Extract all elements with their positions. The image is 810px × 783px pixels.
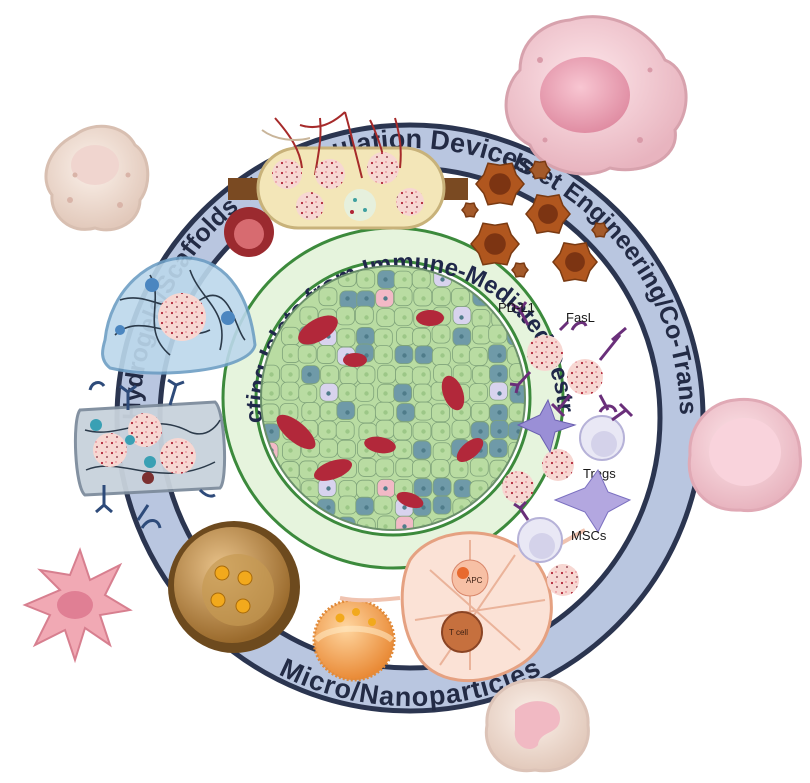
msc-cells: MSCs <box>513 469 632 563</box>
immune-cell-top-left <box>44 124 150 232</box>
lymph-node: APC T cell <box>339 528 586 683</box>
islet-outline <box>260 265 526 531</box>
pdl1-label: PD-L1 <box>498 300 535 315</box>
immune-cell-bottom <box>484 677 590 773</box>
fasl-label: FasL <box>566 310 595 325</box>
apoptotic-cells <box>461 160 609 282</box>
red-blood-cell <box>224 207 274 257</box>
mscs-label: MSCs <box>571 528 607 543</box>
microcapsule <box>168 521 300 653</box>
encapsulation-device <box>228 111 468 230</box>
immune-cell-right <box>687 397 802 513</box>
treg-cells: Tregs <box>516 398 634 481</box>
engineered-islets: PD-L1 FasL <box>498 300 627 596</box>
nanoparticle <box>312 598 396 682</box>
hydrogel-bead <box>101 256 257 375</box>
scaffold-slab <box>73 378 227 529</box>
dendritic-cell-left <box>22 547 133 664</box>
tcell-label: T cell <box>449 628 468 637</box>
islet-cluster <box>261 266 525 530</box>
immune-cell-top-right <box>504 15 688 176</box>
apc-label: APC <box>466 576 483 585</box>
